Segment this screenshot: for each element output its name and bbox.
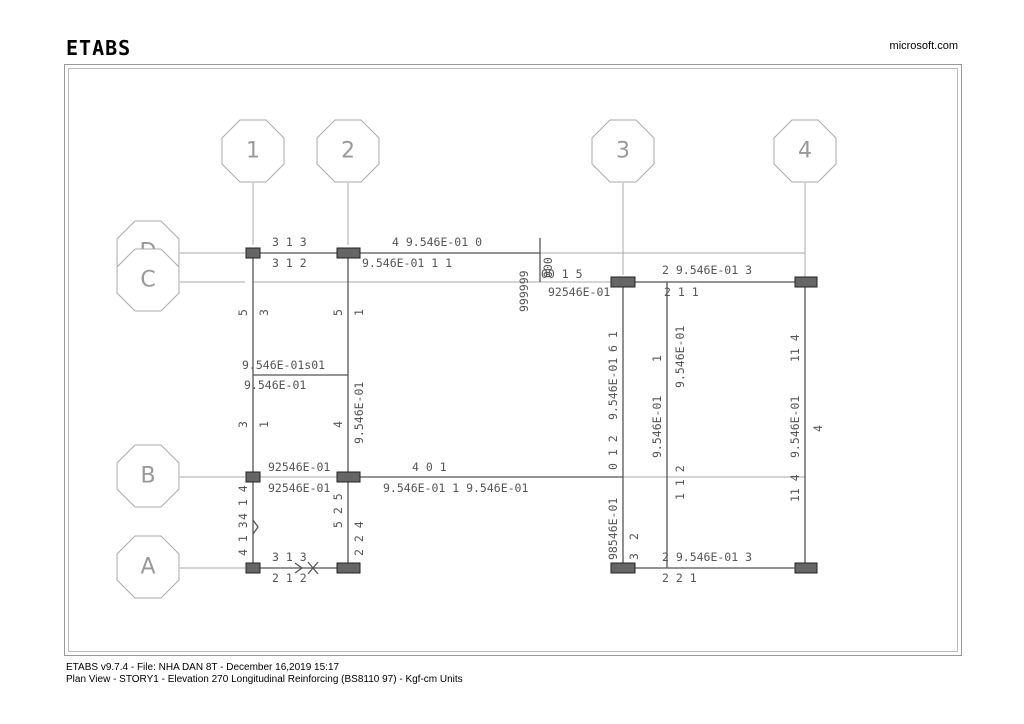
- column-b2: [336, 471, 361, 483]
- label-v4-d: 11 4: [788, 474, 802, 502]
- grid-bubble-label-2: 2: [341, 139, 355, 164]
- label-b-left-bot: 92546E-01: [268, 481, 330, 495]
- label-b-left-top: 92546E-01: [268, 460, 330, 474]
- label-v3-bot3: 3: [627, 553, 641, 560]
- label-v3-mid: 9.546E-01: [606, 358, 620, 420]
- grid-bubble-3: [591, 119, 655, 183]
- label-v2-e: 5 2 5: [331, 493, 345, 528]
- grid-bubble-c: [116, 248, 180, 312]
- label-v34-b: 9.546E-01: [673, 326, 687, 388]
- column-c4: [794, 276, 818, 288]
- drawing-frame-outer: [64, 64, 962, 656]
- beams: [252, 238, 806, 575]
- site-link[interactable]: microsoft.com: [889, 40, 958, 52]
- label-a-right-bot: 2 2 1: [662, 571, 697, 585]
- reinforcing-labels: 3 1 3 4 9.546E-01 0 3 1 2 9.546E-01 1 1 …: [236, 235, 825, 585]
- column-d1: [245, 247, 261, 259]
- label-d-bot-mid: 9.546E-01 1 1: [362, 256, 452, 270]
- grid-bubble-2: [316, 119, 380, 183]
- column-a1: [245, 562, 261, 574]
- column-b1: [245, 471, 261, 483]
- label-v4-c: 4: [811, 425, 825, 432]
- label-d-top: 3 1 3: [272, 235, 307, 249]
- label-v3-num: 0 1 2: [606, 435, 620, 470]
- grid-bubble-4: [773, 119, 837, 183]
- grid-bubbles-columns: 1 2 3 4: [221, 119, 837, 183]
- label-v1-c: 3: [236, 421, 250, 428]
- label-v1-d: 1: [257, 421, 271, 428]
- grid-bubble-1: [221, 119, 285, 183]
- label-stack-small2: 00 1 5: [541, 267, 583, 281]
- label-v1-b: 3: [257, 309, 271, 316]
- label-b-mid-top: 4 0 1: [412, 460, 447, 474]
- grid-bubbles-rows: D C B A: [116, 220, 180, 599]
- label-v2-f: 2 2 4: [352, 521, 366, 556]
- column-a2: [336, 562, 361, 574]
- label-mid-left-2: 9.546E-01: [244, 378, 306, 392]
- label-d-top-mid: 4 9.546E-01 0: [392, 235, 482, 249]
- label-v2-a: 5: [331, 309, 345, 316]
- label-v34-c: 9.546E-01: [650, 396, 664, 458]
- label-v3-bot2: 2: [627, 533, 641, 540]
- label-v34-d: 1 1 2: [673, 465, 687, 500]
- label-mid-left-1: 9.546E-01s01: [242, 358, 325, 372]
- label-c-right-top: 2 9.546E-01 3: [662, 263, 752, 277]
- label-v1-e: 4 1 4: [236, 485, 250, 520]
- label-v3-top: 6 1: [606, 331, 620, 352]
- label-v4-b: 9.546E-01: [788, 396, 802, 458]
- label-d-bot: 3 1 2: [272, 256, 307, 270]
- grid-bubble-b: [116, 444, 180, 508]
- direction-markers: [252, 519, 319, 575]
- drawing-frame-inner: [68, 68, 958, 652]
- label-v1-a: 5: [236, 309, 250, 316]
- grid-bubble-label-a: A: [140, 555, 155, 580]
- label-stack-vert: 999999: [517, 270, 531, 312]
- label-v2-b: 1: [352, 309, 366, 316]
- columns[interactable]: [245, 247, 818, 574]
- label-stack-small: 000: [541, 257, 555, 278]
- label-c-bot-right: 2 1 1: [664, 285, 699, 299]
- label-a-right-top: 2 9.546E-01 3: [662, 550, 752, 564]
- column-d2: [336, 247, 361, 259]
- footer-file-info: ETABS v9.7.4 - File: NHA DAN 8T - Decemb…: [66, 662, 340, 673]
- label-b-mid-bot: 9.546E-01 1 9.546E-01: [383, 481, 528, 495]
- column-a4: [794, 562, 818, 574]
- app-brand: ETABS: [66, 36, 132, 60]
- label-v2-c: 4: [331, 421, 345, 428]
- label-a-left-bot: 2 1 2: [272, 571, 307, 585]
- footer-view-info: Plan View - STORY1 - Elevation 270 Longi…: [66, 674, 463, 685]
- column-a3: [610, 562, 636, 574]
- label-a-left-top: 3 1 3: [272, 550, 307, 564]
- grid-bubble-label-b: B: [140, 464, 155, 489]
- label-v34-a: 1: [650, 355, 664, 362]
- label-v4-a: 11 4: [788, 334, 802, 362]
- label-v3-bot: 98546E-01: [606, 498, 620, 560]
- column-c3: [610, 276, 636, 288]
- label-v1-f: 4 1 3: [236, 521, 250, 556]
- grid-bubble-label-3: 3: [616, 139, 630, 164]
- grid-bubble-label-4: 4: [798, 139, 812, 164]
- grid-bubble-label-1: 1: [246, 139, 260, 164]
- label-v2-d: 9.546E-01: [352, 382, 366, 444]
- label-c-bot-left: 92546E-01: [548, 285, 610, 299]
- grid-bubble-a: [116, 535, 180, 599]
- grid-bubble-label-c: C: [140, 268, 155, 293]
